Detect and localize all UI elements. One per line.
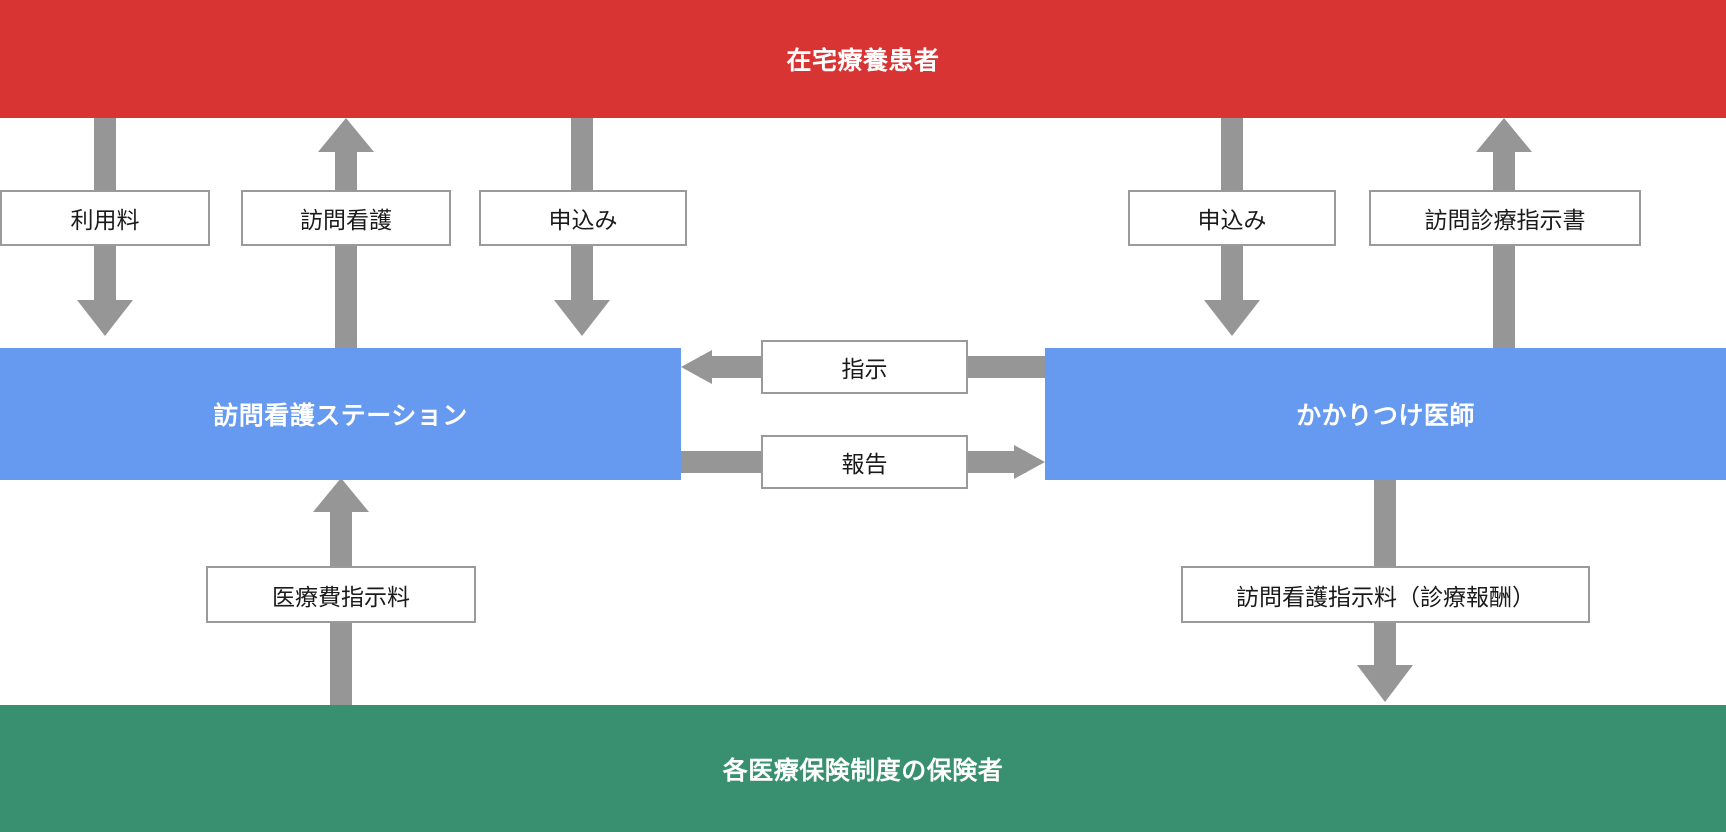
flow-label-application-to-station-text: 申込み	[548, 207, 618, 233]
flow-label-home-nursing-text: 訪問看護	[300, 207, 392, 233]
flow-label-usage-fee-text: 利用料	[70, 207, 140, 233]
flow-label-medical-fee-order-text: 医療費指示料	[272, 583, 410, 610]
actor-label-family-doctor: かかりつけ医師	[1296, 402, 1475, 430]
flow-label-report-text: 報告	[841, 451, 888, 477]
flow-label-visit-treatment-order[interactable]: 訪問診療指示書	[1369, 190, 1641, 246]
actor-band-visiting-nurse-station[interactable]: 訪問看護ステーション	[0, 348, 681, 480]
flow-label-nursing-order-fee-text: 訪問看護指示料（診療報酬）	[1236, 583, 1535, 610]
flow-label-report[interactable]: 報告	[761, 435, 968, 489]
flow-label-instruction[interactable]: 指示	[761, 340, 968, 394]
actor-band-family-doctor[interactable]: かかりつけ医師	[1045, 348, 1726, 480]
flow-label-application-to-doctor-text: 申込み	[1197, 207, 1267, 233]
actor-band-patient[interactable]: 在宅療養患者	[0, 0, 1726, 118]
flow-label-instruction-text: 指示	[841, 356, 888, 382]
actor-band-insurer[interactable]: 各医療保険制度の保険者	[0, 705, 1726, 832]
flow-label-application-to-doctor[interactable]: 申込み	[1128, 190, 1336, 246]
actor-label-insurer: 各医療保険制度の保険者	[722, 756, 1004, 785]
flow-label-home-nursing[interactable]: 訪問看護	[241, 190, 451, 246]
flow-label-visit-treatment-order-text: 訪問診療指示書	[1424, 207, 1586, 233]
flow-label-usage-fee[interactable]: 利用料	[0, 190, 210, 246]
flow-label-application-to-station[interactable]: 申込み	[479, 190, 687, 246]
flow-label-nursing-order-fee[interactable]: 訪問看護指示料（診療報酬）	[1181, 566, 1590, 623]
actor-label-visiting-nurse-station: 訪問看護ステーション	[213, 402, 468, 430]
flow-label-medical-fee-order[interactable]: 医療費指示料	[206, 566, 476, 623]
actor-label-patient: 在宅療養患者	[786, 47, 940, 75]
